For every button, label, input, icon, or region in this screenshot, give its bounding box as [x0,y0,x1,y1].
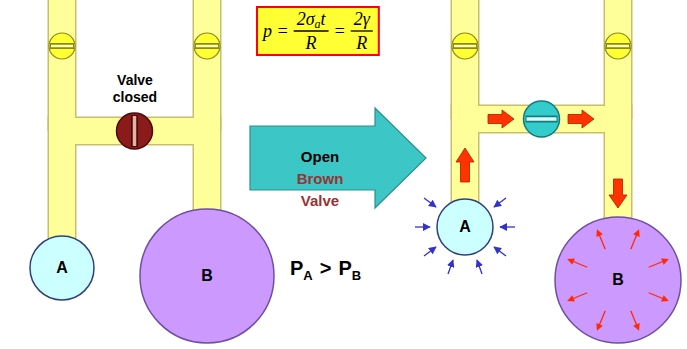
expansion-arrows [567,229,669,331]
relation-sign: > [320,256,332,280]
formula-term: = [334,21,346,41]
outward-arrowhead [596,229,602,237]
arrow-caption: Open [280,146,360,168]
arrow-caption: Brown Valve [280,168,360,212]
inward-arrow [477,260,482,274]
flow-arrow [456,148,474,182]
bubble-letter: B [612,271,624,289]
outward-arrow [599,235,605,250]
tube-bore [194,0,220,131]
tube-wall [48,0,77,131]
formula-term: R [306,33,317,53]
tube-bore [452,0,478,119]
formula-term: p = [263,21,289,41]
flow-arrow [488,110,514,128]
outward-arrowhead [567,295,575,301]
pressure-symbol: P [338,256,351,280]
bubble-circle: B [554,216,682,344]
formula-term: R [356,33,367,53]
tube-bore [605,0,631,119]
yellow-valve [452,33,478,59]
formula-term: 2σ [297,9,315,29]
fraction-bar [294,30,329,31]
yellow-valve [605,33,631,59]
tube-bore [49,0,75,131]
bubble-letter: A [56,259,68,277]
inward-arrow [494,198,506,207]
bubble-circle: B [139,208,275,344]
outward-arrow [649,293,664,299]
bubble-shape [140,209,274,343]
formula-frame [257,7,379,55]
pressure-symbol: P [290,256,303,280]
bubble-letter: B [201,267,213,285]
outward-arrow [631,311,637,326]
compression-arrows [415,198,515,274]
pressure-subscript: A [303,264,312,288]
flow-arrowhead [609,179,627,208]
flow-arrows [456,110,594,182]
inward-arrow [424,247,436,256]
outward-arrow [649,261,664,267]
pressure-relation: PA>PB [290,256,361,283]
inward-arrow [500,226,515,227]
bubble-shape [555,217,681,343]
yellow-valve [49,33,75,59]
open-valve [524,101,560,137]
process-arrow: OpenBrown Valve [250,108,428,214]
tube-wall [604,0,633,119]
outward-arrow [631,235,637,250]
tube-bore [194,0,220,131]
flow-arrow [568,110,594,128]
tube-wall [193,0,222,131]
pressure-subscript: B [352,264,361,288]
outward-arrowhead [661,258,669,264]
tube-wall [451,0,480,119]
arrow-caption-block: OpenBrown Valve [280,146,360,212]
bubble-circle: A [29,235,95,301]
inward-arrow [494,247,506,256]
closed-valve [117,113,153,149]
inward-arrow [448,260,453,274]
inward-arrow [424,198,436,207]
outward-arrowhead [596,323,602,331]
outward-arrowhead [633,323,639,331]
valve-note: Valve closed [100,72,170,106]
fraction-bar [351,30,373,31]
formula-term: 2γ [354,9,370,29]
tube-bore [452,0,478,119]
inward-arrow [415,226,430,227]
outward-arrow [573,261,588,267]
outward-arrowhead [567,258,575,264]
bubble-shape [437,199,493,255]
outward-arrow [573,293,588,299]
formula-term: a [315,17,321,31]
bubble-shape [30,236,94,300]
tube-bore [49,0,75,131]
formula-term: t [321,9,326,29]
tube-bore [605,0,631,119]
outward-arrowhead [633,229,639,237]
yellow-valve [194,33,220,59]
bubble-letter: A [459,218,471,236]
outward-arrow [599,311,605,326]
bubble-circle: A [436,198,494,256]
formula-box: p =2σatR=2γR [256,6,380,56]
outward-arrowhead [661,295,669,301]
flow-heads [609,179,627,208]
